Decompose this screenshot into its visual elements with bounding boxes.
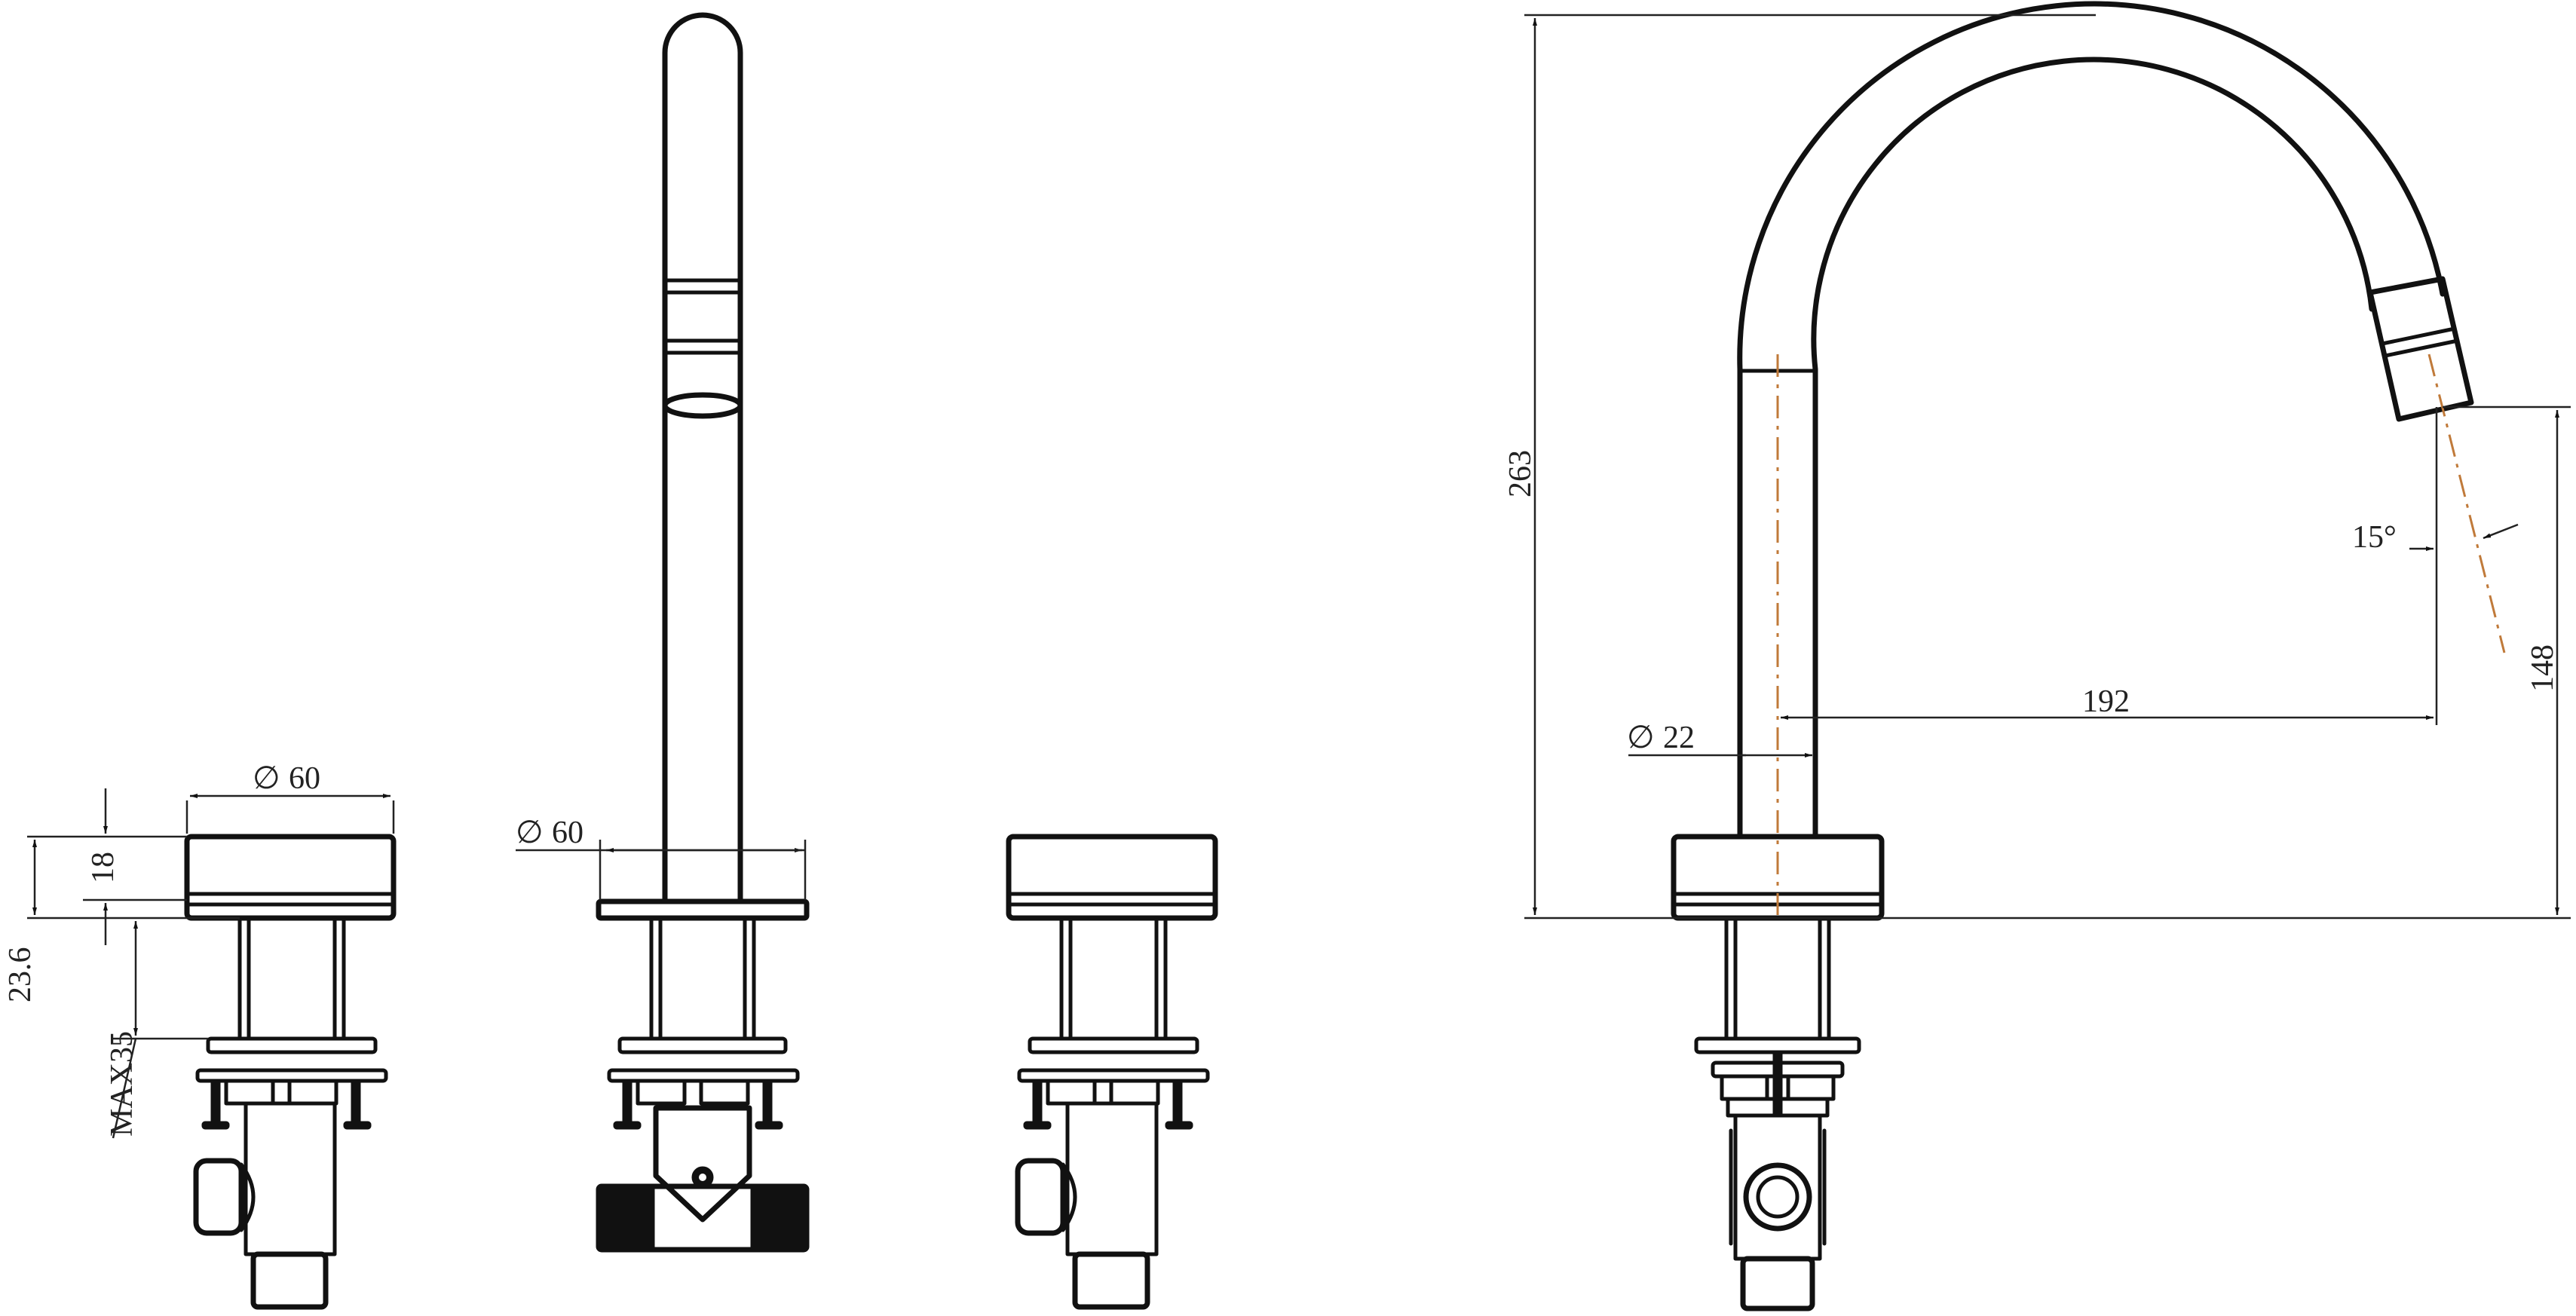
right-handle-valve xyxy=(1006,834,1218,1310)
diameter-label: ∅ xyxy=(253,761,280,796)
spout-base-diameter-value: 60 xyxy=(552,816,584,850)
spout-front-view xyxy=(596,12,810,1253)
left-handle-dimensions: ∅ 60 18 23.6 MAX35 xyxy=(3,761,395,1139)
handle-height-value: 18 xyxy=(86,852,121,883)
deck-thickness-value: 23.6 xyxy=(3,947,38,1003)
left-thread xyxy=(598,1186,655,1250)
left-handle-valve xyxy=(184,834,397,1310)
side-view-dimensions: 263 148 192 ∅ 22 15° xyxy=(1503,14,2571,920)
outlet-centerline xyxy=(2427,353,2506,653)
outlet-angle-value: 15° xyxy=(2352,520,2397,555)
spout-height-value: 263 xyxy=(1503,450,1538,497)
pipe-diameter-value: 22 xyxy=(1663,721,1695,755)
left-handle-diameter-value: 60 xyxy=(289,761,320,796)
outlet-height-value: 148 xyxy=(2525,644,2560,692)
diameter-label: ∅ xyxy=(516,816,544,850)
diameter-label: ∅ xyxy=(1627,721,1655,755)
max-deck-value: MAX35 xyxy=(105,1031,139,1137)
spout-side-view xyxy=(1671,1,2474,1311)
spout-reach-value: 192 xyxy=(2082,684,2130,719)
right-thread xyxy=(750,1186,807,1250)
spout-base-dimension: ∅ 60 xyxy=(516,816,807,900)
